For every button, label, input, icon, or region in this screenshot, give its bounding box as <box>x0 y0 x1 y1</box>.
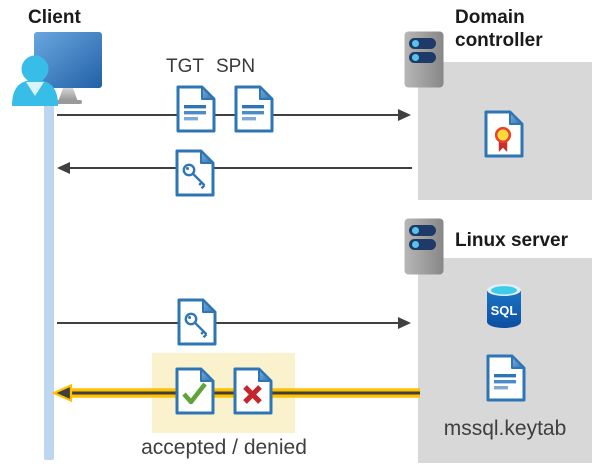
cross-document-icon <box>233 367 273 415</box>
linux-server-icon <box>404 218 444 275</box>
sql-icon-label: SQL <box>491 303 518 318</box>
arrow-client-to-linux-head <box>398 317 411 329</box>
keytab-document-icon <box>486 354 526 402</box>
key-document-icon <box>177 298 217 346</box>
certificate-document-icon <box>484 110 524 158</box>
client-timeline-bar <box>44 94 54 460</box>
arrow-dc-to-client-head <box>57 162 70 174</box>
check-document-icon <box>175 367 215 415</box>
sql-database-icon: SQL <box>486 283 522 329</box>
domain-controller-title: Domain controller <box>455 7 543 51</box>
arrow-dc-to-client-line <box>70 167 412 169</box>
tgt-document-icon <box>176 85 216 133</box>
spn-document-icon <box>234 85 274 133</box>
arrow-client-to-dc-head <box>398 109 411 121</box>
spn-label: SPN <box>216 56 256 77</box>
arrow-client-to-linux-line <box>57 322 399 324</box>
domain-controller-server-icon <box>404 31 444 88</box>
arrow-client-to-dc-line <box>57 114 399 116</box>
result-label: accepted / denied <box>141 436 307 459</box>
linux-server-title: Linux server <box>455 230 568 251</box>
tgt-label: TGT <box>166 56 204 77</box>
client-workstation-icon <box>10 30 110 106</box>
client-title: Client <box>28 7 81 28</box>
keytab-file-label: mssql.keytab <box>443 417 567 440</box>
key-document-icon <box>175 149 215 197</box>
